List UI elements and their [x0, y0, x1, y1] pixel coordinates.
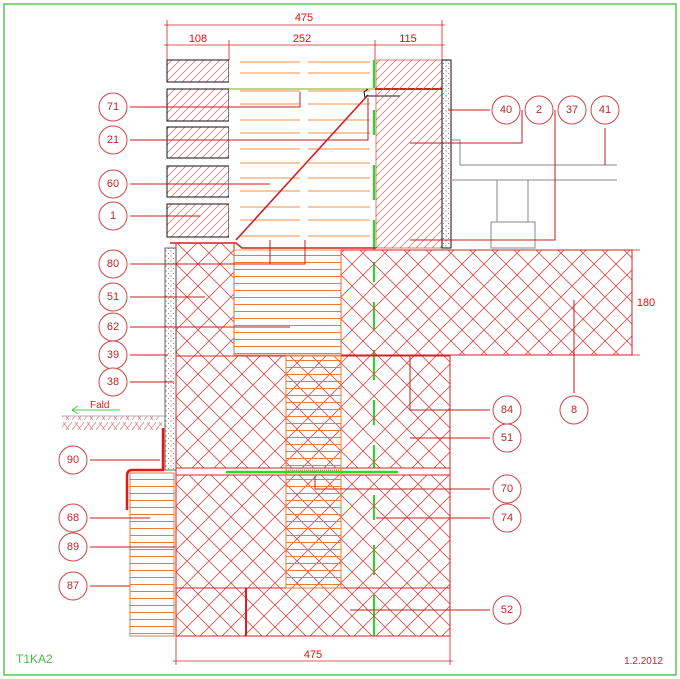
callout-8: 8: [571, 404, 577, 416]
wall-tie: [235, 94, 369, 241]
callout-41: 41: [599, 104, 611, 116]
callouts-right: 40 2 37 41 84 8 51 70 74 52: [491, 95, 620, 625]
dim-total-top: 475: [295, 12, 313, 24]
callout-40: 40: [500, 104, 512, 116]
callout-39: 39: [107, 349, 119, 361]
drawing-date: 1.2.2012: [624, 656, 663, 667]
flashing-profile: [125, 428, 165, 510]
leader-lines: [90, 92, 606, 611]
inner-leaf-wall: [375, 59, 443, 249]
callout-52: 52: [501, 604, 513, 616]
callout-80: 80: [107, 258, 119, 270]
edge-insulation: [233, 249, 342, 356]
drawing-frame: [3, 3, 677, 676]
callouts-left: 71 21 60 1 80 51 62 39 38 90 68 89 87: [58, 92, 128, 601]
perimeter-insulation: [129, 472, 175, 637]
callout-87: 87: [67, 580, 79, 592]
callout-2: 2: [536, 104, 542, 116]
callout-37: 37: [566, 104, 578, 116]
callout-84: 84: [501, 404, 513, 416]
cavity-insulation: [229, 60, 375, 248]
callout-89: 89: [67, 541, 79, 553]
dim-total-bottom: 475: [304, 649, 322, 661]
dim-outer-leaf: 108: [189, 33, 207, 45]
bottom-dimension: [173, 636, 453, 665]
slope-arrow-icon: [71, 405, 120, 415]
interior-plaster: [441, 59, 452, 249]
callout-74: 74: [501, 512, 513, 524]
foundation-block-upper: [175, 242, 235, 357]
callout-71: 71: [107, 101, 119, 113]
callout-51: 51: [107, 291, 119, 303]
floor-structure: [452, 139, 617, 249]
callout-1: 1: [110, 210, 116, 222]
ground-hatch: [62, 416, 162, 432]
callout-38: 38: [107, 376, 119, 388]
floor-slab: [340, 249, 633, 356]
footing: [175, 587, 451, 637]
dim-inner-leaf: 115: [399, 33, 417, 45]
callout-51-lower: 51: [501, 432, 513, 444]
ground-slope-label: Fald: [90, 400, 109, 411]
callout-68: 68: [67, 512, 79, 524]
slab-dimension: [620, 249, 640, 356]
drawing-code: T1KA2: [16, 652, 53, 666]
dim-insulation: 252: [293, 33, 311, 45]
callout-70: 70: [501, 483, 513, 495]
damp-course: [170, 242, 376, 249]
render-layer: [164, 247, 177, 471]
brick-outer-leaf: [166, 59, 230, 238]
top-dimensions: [164, 20, 445, 60]
callout-62: 62: [107, 321, 119, 333]
callout-60: 60: [107, 178, 119, 190]
dim-slab: 180: [637, 297, 655, 309]
callout-21: 21: [107, 134, 119, 146]
callout-90: 90: [67, 454, 79, 466]
